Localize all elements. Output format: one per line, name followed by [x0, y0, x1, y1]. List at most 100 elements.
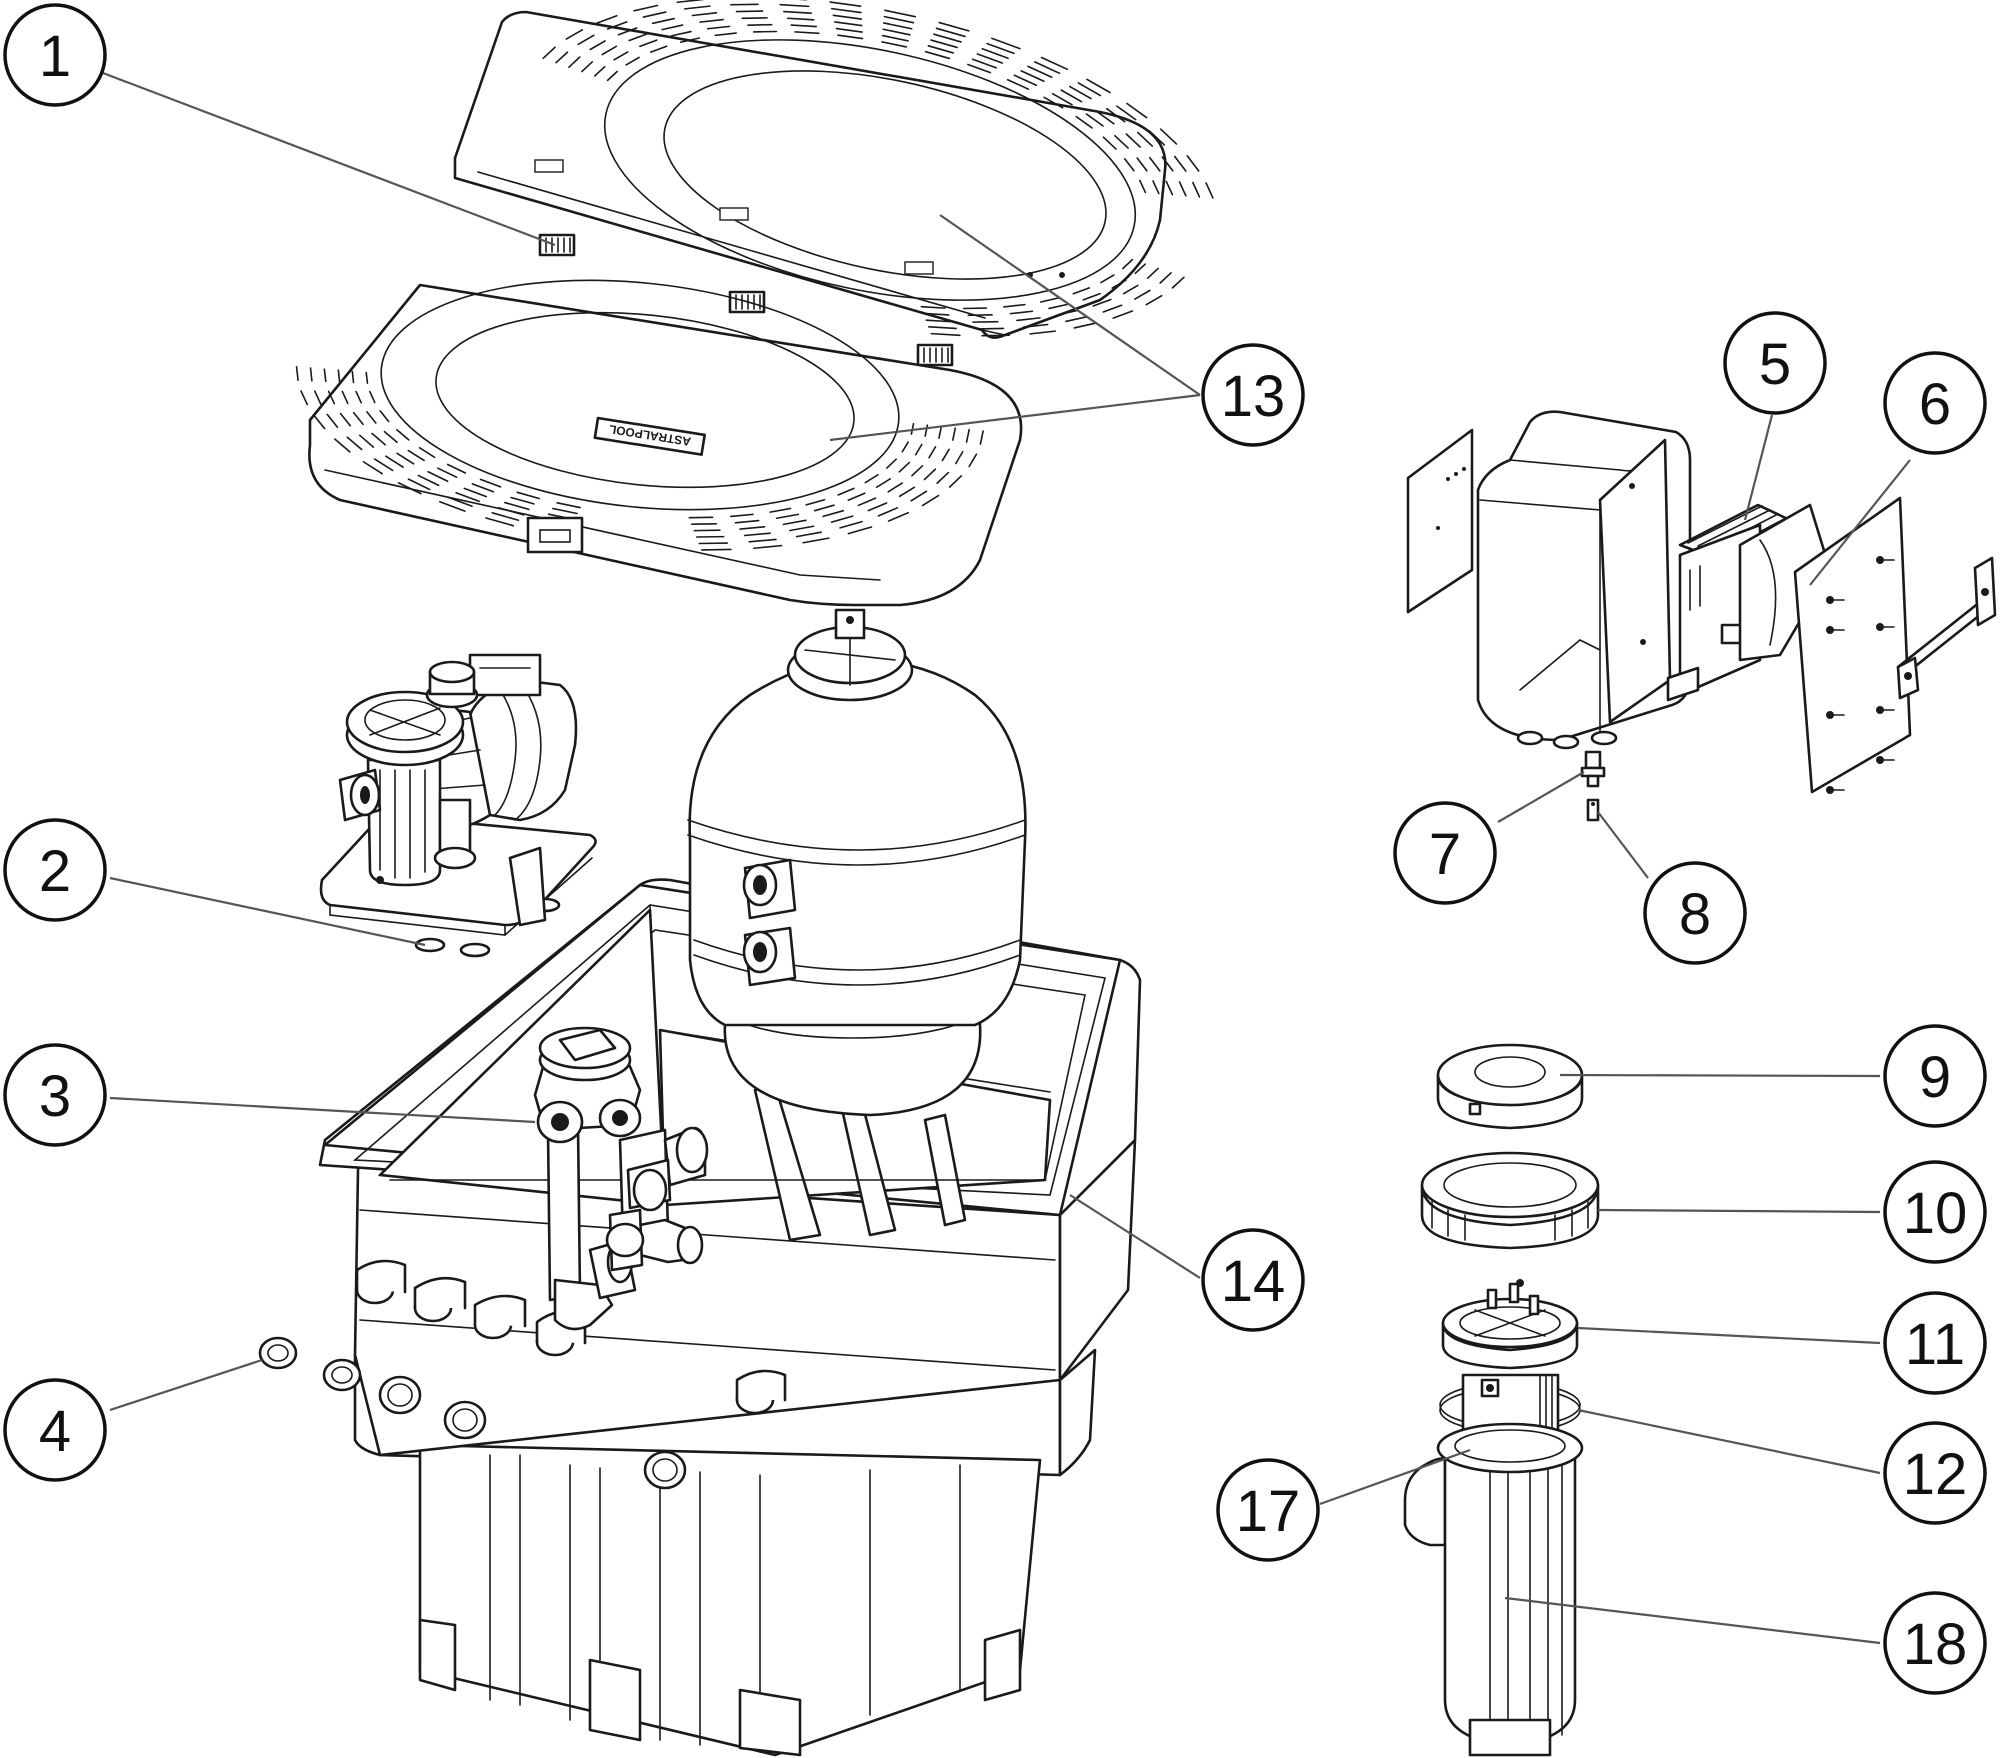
- lid-grille-slot: [417, 474, 440, 487]
- lid-grille-slot: [407, 449, 425, 462]
- lid-grille-slot: [875, 478, 891, 488]
- multiport-valve-assembly: [533, 1026, 709, 1331]
- lid-grille-slot: [882, 22, 913, 30]
- filter-ports: [742, 858, 797, 987]
- callout-label: 17: [1236, 1479, 1301, 1544]
- callout-6: 6: [1883, 351, 1987, 455]
- lid-grille-slot: [552, 507, 578, 515]
- lid-grille-slot: [439, 500, 466, 512]
- lid-grille-slot: [886, 458, 897, 469]
- lid-grille-slot: [351, 370, 355, 384]
- lid-grille-slot: [418, 446, 436, 459]
- lid-grille-slot: [1136, 157, 1148, 172]
- lid-grille-slot: [1136, 131, 1154, 147]
- lid-grille-slot: [741, 17, 768, 20]
- lid-clip: [916, 343, 954, 367]
- lid-grille-slot: [695, 535, 725, 538]
- lid-grille-slot: [790, 24, 818, 28]
- lid-grille-slot: [1134, 263, 1147, 275]
- lid-grille-slot: [1186, 155, 1200, 172]
- lid-grille-slot: [383, 430, 398, 444]
- lid-grille-slot: [837, 34, 864, 40]
- lid-grille-slot: [735, 10, 764, 13]
- lid-grille-slot: [911, 465, 924, 477]
- callout-label: 13: [1221, 364, 1286, 429]
- lid-grille-slot: [1178, 181, 1187, 197]
- lid-grille-slot: [365, 371, 369, 384]
- lid-grille-slot: [976, 327, 1005, 330]
- lid-grille-slot: [795, 531, 823, 538]
- lid-grille-slot: [684, 5, 711, 10]
- lid-grille-slot: [965, 428, 970, 443]
- lid-grille-slot: [1159, 128, 1178, 145]
- callout-5: 5: [1723, 311, 1827, 415]
- cabinet-front-pipe-stubs: [355, 1259, 787, 1415]
- lid-grille-slot: [775, 513, 800, 520]
- lid-grille-slot: [783, 10, 813, 14]
- lid-grille-slot: [1205, 182, 1214, 199]
- lid-grille-slot: [504, 501, 530, 511]
- lid-grille-slot: [887, 511, 910, 522]
- callout-13: 13: [1201, 343, 1305, 447]
- callout-label: 12: [1903, 1442, 1968, 1507]
- lid-grille-slot: [730, 513, 754, 518]
- lid-grille-slot: [881, 41, 908, 48]
- lid-grille-slot: [936, 471, 950, 485]
- lid-grille-slot: [1086, 78, 1111, 94]
- lid-grille-slot: [471, 483, 495, 493]
- lid-grille-slot: [786, 17, 815, 21]
- lid-grille-slot: [314, 390, 322, 405]
- lid-grille-slot: [1111, 279, 1127, 289]
- port-seals: [258, 1336, 362, 1392]
- lid-grille-slot: [1073, 322, 1098, 329]
- lid-grille-slot: [910, 490, 928, 502]
- lid-grille-slot: [813, 504, 835, 512]
- lid-grille-slot: [606, 21, 628, 30]
- lid-grille-slot: [1159, 272, 1172, 284]
- leader-lines: [102, 71, 1911, 1645]
- lid-grille-slot: [326, 413, 339, 429]
- lid-grille-slot: [596, 14, 618, 24]
- lid-grille-slot: [1192, 181, 1201, 198]
- lid-grille-slot: [938, 21, 970, 32]
- lid-grille-slot: [628, 33, 648, 42]
- lid-grille-slot: [339, 412, 352, 427]
- lid-clips: [538, 233, 954, 367]
- lid-grille-slot: [407, 478, 431, 491]
- lid-grille-slot: [739, 526, 766, 530]
- control-box-assembly: [1406, 410, 1997, 822]
- lid-grille-slot: [952, 427, 957, 441]
- lid-grille-slot: [379, 410, 390, 423]
- lid-grille-slot: [337, 369, 341, 383]
- lid-grille-slot: [954, 450, 964, 465]
- lid-grille-slot: [981, 334, 1010, 337]
- lid-grille-slot: [1122, 258, 1134, 270]
- lid-grille-slot: [1171, 276, 1185, 289]
- lid-grille-slot: [1105, 107, 1126, 123]
- lid-grille-slot: [1022, 323, 1049, 328]
- lid-grille-slot: [698, 542, 729, 545]
- multiport-valve-handle: [558, 1028, 617, 1062]
- lid-grille-slot: [366, 411, 377, 424]
- lid-grille-slot: [829, 1, 862, 7]
- cabinet-lower-body: [418, 1443, 1042, 1757]
- lid-handle: [526, 516, 584, 554]
- lid-grille-slot: [832, 14, 863, 20]
- lid-grille-slot: [1123, 157, 1135, 172]
- lid-grille-slot: [839, 520, 863, 529]
- lid-grille-slot: [1040, 56, 1069, 71]
- lid-grille-slot: [769, 507, 792, 513]
- lid-grille-slot: [1039, 296, 1061, 303]
- cell-cap: [1436, 1043, 1584, 1130]
- lid-grille-slot: [485, 517, 515, 527]
- lid-grille-slot: [753, 544, 783, 550]
- lid-grille-slot: [1064, 315, 1089, 323]
- lid-grille-slot: [972, 320, 999, 323]
- lid-grille-slot: [670, 30, 692, 37]
- lid-grille-slot: [1161, 156, 1174, 172]
- callout-label: 18: [1903, 1612, 1968, 1677]
- lid-grille-slot: [633, 4, 659, 12]
- lid-grille-slot: [920, 305, 946, 309]
- lid-grille-slot: [927, 326, 957, 330]
